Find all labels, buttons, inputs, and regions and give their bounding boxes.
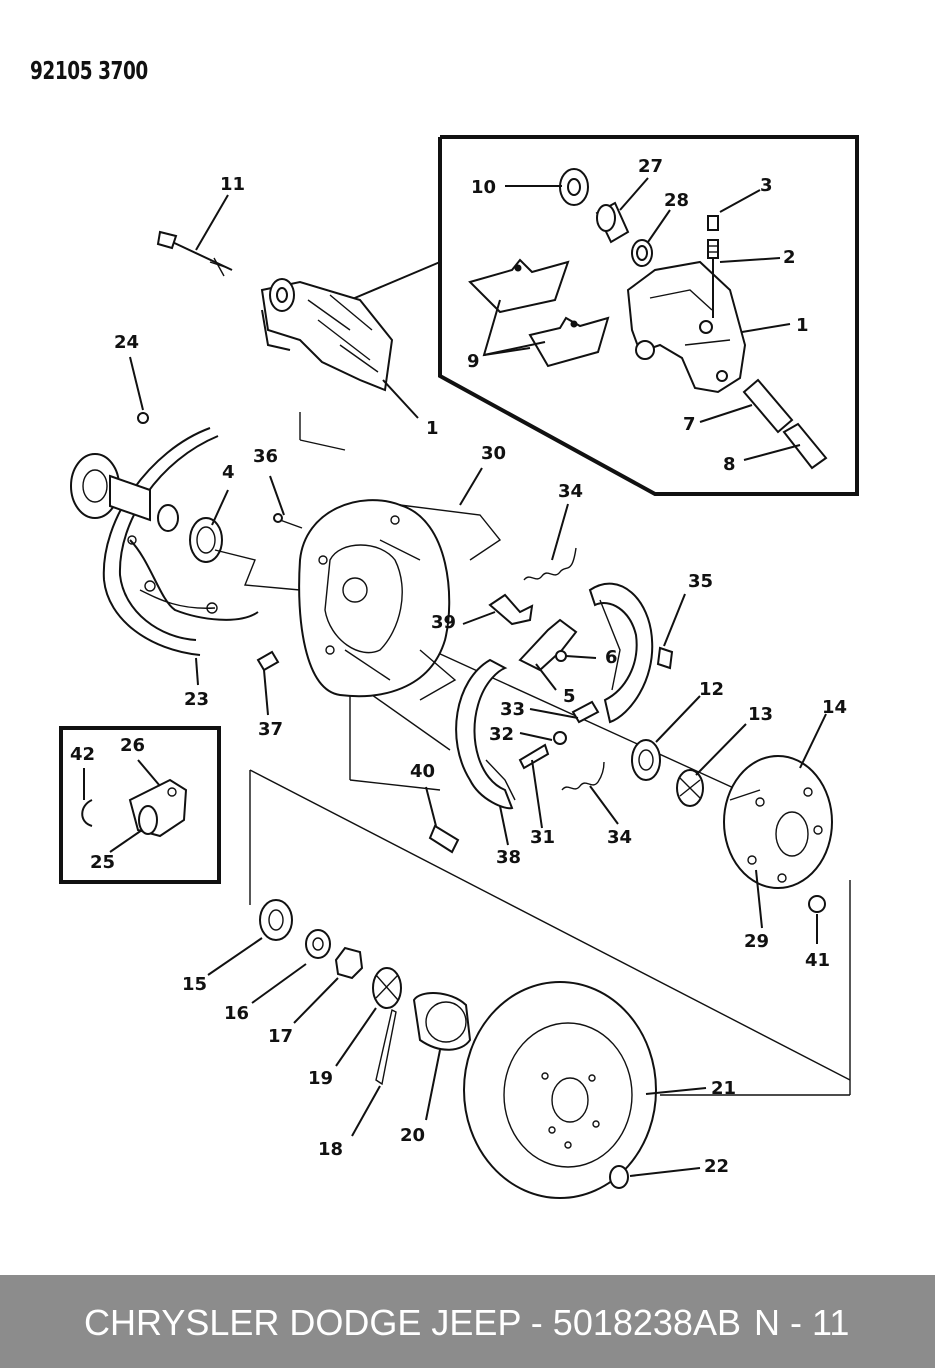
callout-34-lower: 34 xyxy=(607,827,632,848)
callout-38: 38 xyxy=(496,847,521,868)
callout-41: 41 xyxy=(805,950,830,971)
brake-shoe-front xyxy=(455,658,516,810)
nut-22 xyxy=(609,1165,629,1189)
piston-seal-boot xyxy=(559,168,653,267)
axle-hub-flange xyxy=(70,453,179,532)
dust-shield xyxy=(102,427,259,656)
callout-37: 37 xyxy=(258,719,283,740)
callout-39: 39 xyxy=(431,612,456,633)
seal-ring xyxy=(189,517,223,563)
parts-diagram: 92105 3700 xyxy=(30,56,859,1199)
callout-6: 6 xyxy=(605,647,618,668)
adjuster-parts xyxy=(256,513,600,854)
washer-16 xyxy=(305,929,331,959)
callout-8: 8 xyxy=(723,454,736,475)
callout-numbers: 1 1 2 3 4 5 6 7 8 9 10 11 12 13 14 15 16… xyxy=(70,156,847,1177)
outer-seal-12 xyxy=(631,739,661,781)
callout-24: 24 xyxy=(114,332,139,353)
footer-brand-part-number: CHRYSLER DODGE JEEP - 5018238AB xyxy=(84,1302,741,1343)
nut-41 xyxy=(808,895,826,913)
callout-10: 10 xyxy=(471,177,496,198)
caliper-detail-inset xyxy=(349,135,859,496)
callout-14: 14 xyxy=(822,697,847,718)
callout-11: 11 xyxy=(220,174,245,195)
callout-16: 16 xyxy=(224,1003,249,1024)
callout-40: 40 xyxy=(410,761,435,782)
callout-23: 23 xyxy=(184,689,209,710)
bearing-13 xyxy=(676,769,704,807)
callout-12: 12 xyxy=(699,679,724,700)
brake-shoe-rear xyxy=(588,582,674,724)
callout-32: 32 xyxy=(489,724,514,745)
exploded-view-drawing: 1 1 2 3 4 5 6 7 8 9 10 11 12 13 14 15 16… xyxy=(59,135,859,1199)
hub-flange-14 xyxy=(723,755,833,889)
callout-36: 36 xyxy=(253,446,278,467)
callout-22: 22 xyxy=(704,1156,729,1177)
callout-7: 7 xyxy=(683,414,696,435)
grease-cap-20 xyxy=(412,992,472,1051)
backing-plate xyxy=(298,499,502,701)
callout-19: 19 xyxy=(308,1068,333,1089)
bearing-15 xyxy=(259,899,293,941)
sensor-detail-inset xyxy=(59,726,221,884)
callout-20: 20 xyxy=(400,1125,425,1146)
spring-upper xyxy=(523,547,577,581)
leader-lines xyxy=(83,177,827,1177)
rotor-21 xyxy=(463,981,657,1199)
callout-4: 4 xyxy=(222,462,235,483)
cotter-pin-18 xyxy=(375,1008,397,1086)
callout-25: 25 xyxy=(90,852,115,873)
caliper-body-inset xyxy=(626,260,747,394)
bleeder-screw xyxy=(707,215,719,318)
nut-17 xyxy=(334,946,364,980)
guide-pins-inset xyxy=(742,378,828,470)
callout-18: 18 xyxy=(318,1139,343,1160)
callout-17: 17 xyxy=(268,1026,293,1047)
shield-bolt xyxy=(137,412,149,424)
spring-lower xyxy=(561,761,605,791)
callout-28: 28 xyxy=(664,190,689,211)
callout-30: 30 xyxy=(481,443,506,464)
callout-27: 27 xyxy=(638,156,663,177)
callout-9: 9 xyxy=(467,351,480,372)
callout-5: 5 xyxy=(563,686,576,707)
callout-35: 35 xyxy=(688,571,713,592)
callout-31: 31 xyxy=(530,827,555,848)
callout-34-upper: 34 xyxy=(558,481,583,502)
callout-3: 3 xyxy=(760,175,773,196)
footer-bar: CHRYSLER DODGE JEEP - 5018238AB N - 11 xyxy=(0,1275,935,1368)
caliper-assembly xyxy=(156,230,419,419)
callout-29: 29 xyxy=(744,931,769,952)
callout-42: 42 xyxy=(70,744,95,765)
callout-33: 33 xyxy=(500,699,525,720)
footer-page-number: N - 11 xyxy=(754,1302,850,1343)
nut-lock-19 xyxy=(372,967,402,1009)
callout-1: 1 xyxy=(426,418,439,439)
callout-1-inset: 1 xyxy=(796,315,809,336)
brake-pads-inset xyxy=(468,258,610,368)
callout-21: 21 xyxy=(711,1078,736,1099)
callout-26: 26 xyxy=(120,735,145,756)
callout-15: 15 xyxy=(182,974,207,995)
callout-2: 2 xyxy=(783,247,796,268)
document-code: 92105 3700 xyxy=(30,56,148,85)
callout-13: 13 xyxy=(748,704,773,725)
